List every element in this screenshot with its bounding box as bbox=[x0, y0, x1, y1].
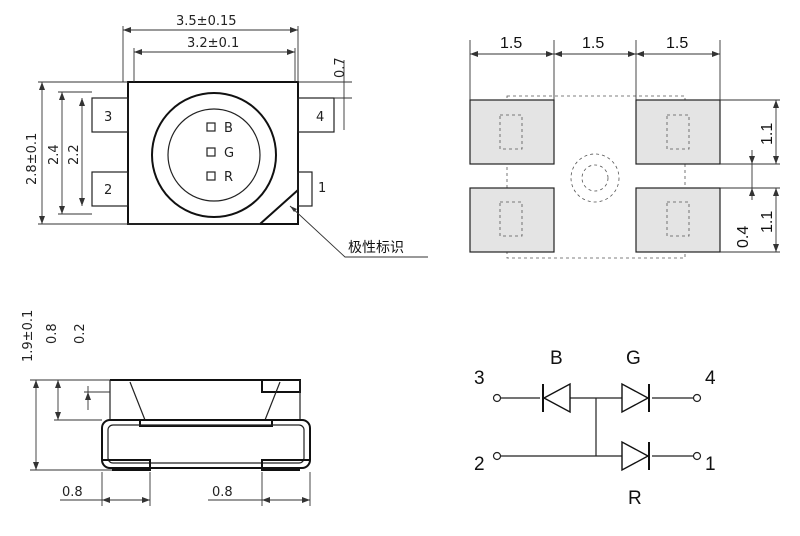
schematic-label-r: R bbox=[628, 488, 642, 509]
die-label-r: R bbox=[224, 170, 233, 185]
schematic-pin-2: 2 bbox=[474, 454, 485, 475]
schematic-pin-1: 1 bbox=[705, 454, 716, 475]
lead-4 bbox=[297, 97, 335, 133]
terminal-2 bbox=[492, 451, 502, 461]
footprint-view: 1.5 1.5 1.5 1.1 1.1 0.4 bbox=[469, 35, 780, 259]
pad-top-right bbox=[635, 99, 721, 165]
package-body bbox=[127, 81, 299, 225]
dim-side-body: 0.8 bbox=[45, 323, 60, 344]
diode-b bbox=[542, 382, 571, 414]
side-lead-right bbox=[261, 459, 310, 471]
dim-overall-height: 2.8±0.1 bbox=[25, 133, 40, 185]
dim-spacing-1: 1.5 bbox=[500, 35, 522, 52]
diode-g bbox=[621, 382, 650, 414]
dim-lead-offset: 0.7 bbox=[333, 57, 348, 78]
dim-overall-width: 3.5±0.15 bbox=[176, 14, 237, 29]
base-block bbox=[101, 419, 311, 469]
footprint-circle-inner bbox=[581, 164, 609, 192]
terminal-4 bbox=[692, 393, 702, 403]
pad-bottom-right bbox=[635, 187, 721, 253]
dim-pad-height-bottom: 1.1 bbox=[759, 211, 776, 233]
schematic-pin-4: 4 bbox=[705, 368, 716, 389]
pin-label-3: 3 bbox=[104, 110, 112, 125]
die-r bbox=[206, 171, 216, 181]
dim-gap: 0.4 bbox=[735, 226, 752, 248]
dim-side-height: 1.9±0.1 bbox=[21, 310, 36, 362]
diode-r bbox=[621, 440, 650, 472]
terminal-3 bbox=[492, 393, 502, 403]
polarity-leader bbox=[289, 205, 428, 258]
top-view: 3 2 4 1 B G R 3.5±0.15 3.2±0.1 0.7 bbox=[25, 14, 428, 258]
schematic-label-g: G bbox=[626, 348, 641, 369]
dim-side-lead-right: 0.8 bbox=[212, 485, 233, 500]
pad-top-left bbox=[469, 99, 555, 165]
dim-height-b: 2.2 bbox=[67, 144, 82, 165]
pad-bottom-left bbox=[469, 187, 555, 253]
dim-side-lead-left: 0.8 bbox=[62, 485, 83, 500]
pin-label-4: 4 bbox=[316, 110, 324, 125]
schematic-pin-3: 3 bbox=[474, 368, 485, 389]
die-g bbox=[206, 147, 216, 157]
die-b bbox=[206, 122, 216, 132]
dim-side-lip: 0.2 bbox=[73, 323, 88, 344]
body-top bbox=[110, 379, 301, 393]
dim-pad-height-top: 1.1 bbox=[759, 123, 776, 145]
polarity-label: 极性标识 bbox=[348, 240, 404, 256]
die-label-b: B bbox=[224, 121, 233, 136]
lead-3 bbox=[91, 97, 129, 133]
lens-outer bbox=[151, 92, 277, 218]
dim-spacing-3: 1.5 bbox=[666, 35, 688, 52]
schematic: 3 4 2 1 B G R bbox=[474, 348, 716, 509]
side-lead-left bbox=[102, 459, 151, 471]
die-label-g: G bbox=[224, 146, 234, 161]
pin-label-1: 1 bbox=[318, 181, 326, 196]
pin-label-2: 2 bbox=[104, 183, 112, 198]
side-view: 1.9±0.1 0.8 0.2 0.8 0.8 bbox=[21, 310, 311, 506]
dim-height-a: 2.4 bbox=[47, 144, 62, 165]
lead-2 bbox=[91, 171, 129, 207]
dim-body-width: 3.2±0.1 bbox=[187, 36, 239, 51]
lens-inner bbox=[167, 108, 261, 202]
dim-spacing-2: 1.5 bbox=[582, 35, 604, 52]
schematic-label-b: B bbox=[550, 348, 563, 369]
footprint-outline bbox=[506, 95, 686, 259]
footprint-circle-outer bbox=[570, 153, 620, 203]
polarity-chamfer bbox=[257, 187, 299, 225]
lead-1 bbox=[297, 171, 313, 207]
terminal-1 bbox=[692, 451, 702, 461]
